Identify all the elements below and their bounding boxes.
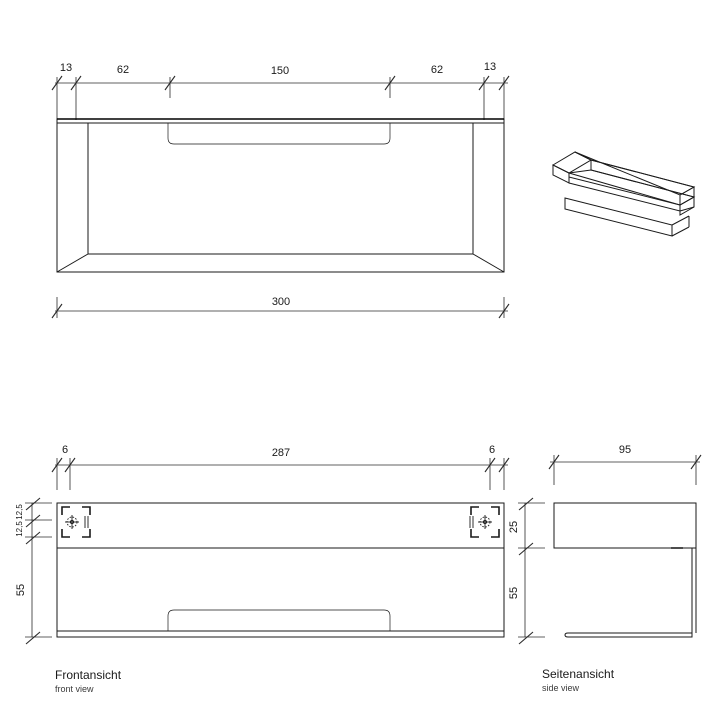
dim-label-150: 150 xyxy=(271,65,289,77)
dim-tick xyxy=(25,531,41,545)
dim-label-55-front: 55 xyxy=(15,584,27,596)
top-view-dimension-chain: 13 62 150 62 13 xyxy=(51,61,510,120)
dim-tick xyxy=(498,457,510,473)
caption-seitenansicht: Seitenansicht xyxy=(542,667,615,681)
dim-tick xyxy=(518,542,534,556)
dim-label-287: 287 xyxy=(272,447,290,459)
dim-label-62-right: 62 xyxy=(431,64,443,76)
dim-tick xyxy=(518,497,534,511)
dim-tick xyxy=(51,303,63,319)
side-view-caption: Seitenansicht side view xyxy=(542,667,615,693)
iso-rail-edge xyxy=(679,206,695,212)
dim-tick xyxy=(690,454,702,470)
side-view-bottom-plate xyxy=(564,632,693,638)
caption-frontansicht: Frontansicht xyxy=(55,668,122,682)
front-view-geometry xyxy=(56,502,505,638)
iso-mount-plate-edge-top xyxy=(671,215,690,226)
iso-front-rail xyxy=(568,176,681,212)
dim-label-95: 95 xyxy=(619,444,631,456)
top-view-geometry xyxy=(56,118,505,273)
bevel-line-bottom-left xyxy=(56,253,89,273)
keyhole-mount-right xyxy=(469,506,500,538)
dim-label-12-5-upper: 12,5 xyxy=(15,504,24,520)
front-view-vertical-dimension: 12,5 12,5 55 xyxy=(15,497,52,645)
bracket-corner-tr xyxy=(491,506,500,515)
bracket-corner-tr xyxy=(82,506,91,515)
top-view-inner-floor xyxy=(87,123,474,255)
dim-tick xyxy=(548,454,560,470)
dim-tick xyxy=(25,631,41,645)
dim-tick xyxy=(384,75,396,91)
front-view-body xyxy=(56,547,505,638)
iso-left-wall-side xyxy=(552,164,570,184)
dim-tick xyxy=(498,303,510,319)
caption-front-view: front view xyxy=(55,684,94,694)
side-view-back-panel xyxy=(553,502,697,549)
bracket-corner-br xyxy=(82,529,91,538)
isometric-view-geometry xyxy=(551,151,696,237)
dim-tick xyxy=(498,75,510,91)
side-view-vertical-dimension: 25 55 xyxy=(508,497,545,645)
handle-recess-outline xyxy=(167,123,391,145)
dim-label-13-right: 13 xyxy=(484,61,496,73)
dim-tick xyxy=(64,457,76,473)
dim-label-62-left: 62 xyxy=(117,64,129,76)
top-view-overall-dimension: 300 xyxy=(51,296,510,319)
bracket-corner-bl xyxy=(470,529,479,538)
caption-side-view: side view xyxy=(542,683,580,693)
dim-label-13-left: 13 xyxy=(60,62,72,74)
top-view-outer-outline xyxy=(56,118,505,273)
bracket-corner-tl xyxy=(61,506,70,515)
dim-tick xyxy=(478,75,490,91)
iso-back-wall-inner xyxy=(590,159,695,198)
iso-right-rail-end xyxy=(679,196,695,216)
side-view-geometry xyxy=(553,502,697,638)
dim-tick xyxy=(70,75,82,91)
bracket-corner-tl xyxy=(470,506,479,515)
side-view-horizontal-dimension: 95 xyxy=(548,444,702,485)
bracket-corner-br xyxy=(491,529,500,538)
dim-label-25: 25 xyxy=(508,521,520,533)
dim-tick xyxy=(51,457,63,473)
dim-tick xyxy=(164,75,176,91)
keyhole-mount-left xyxy=(61,506,91,538)
dim-label-300: 300 xyxy=(272,296,290,308)
dim-tick xyxy=(484,457,496,473)
iso-mount-plate xyxy=(564,197,673,237)
bevel-line-bottom-right xyxy=(472,253,505,273)
iso-left-wall-top xyxy=(551,151,593,174)
front-view-caption: Frontansicht front view xyxy=(55,668,122,694)
dim-label-12-5-lower: 12,5 xyxy=(15,521,24,537)
dim-tick xyxy=(51,75,63,91)
dim-tick xyxy=(25,514,41,528)
dim-label-55-side: 55 xyxy=(508,587,520,599)
front-view-handle-cutout xyxy=(167,609,391,631)
dim-label-6-right: 6 xyxy=(489,444,495,456)
front-view-horizontal-dimension: 6 287 6 xyxy=(51,444,510,490)
front-view-upper-band xyxy=(56,502,505,549)
iso-mount-plate-edge-bottom xyxy=(671,226,690,237)
dim-tick xyxy=(518,631,534,645)
dim-tick xyxy=(25,497,41,511)
dim-label-6-left: 6 xyxy=(62,444,68,456)
bracket-corner-bl xyxy=(61,529,70,538)
